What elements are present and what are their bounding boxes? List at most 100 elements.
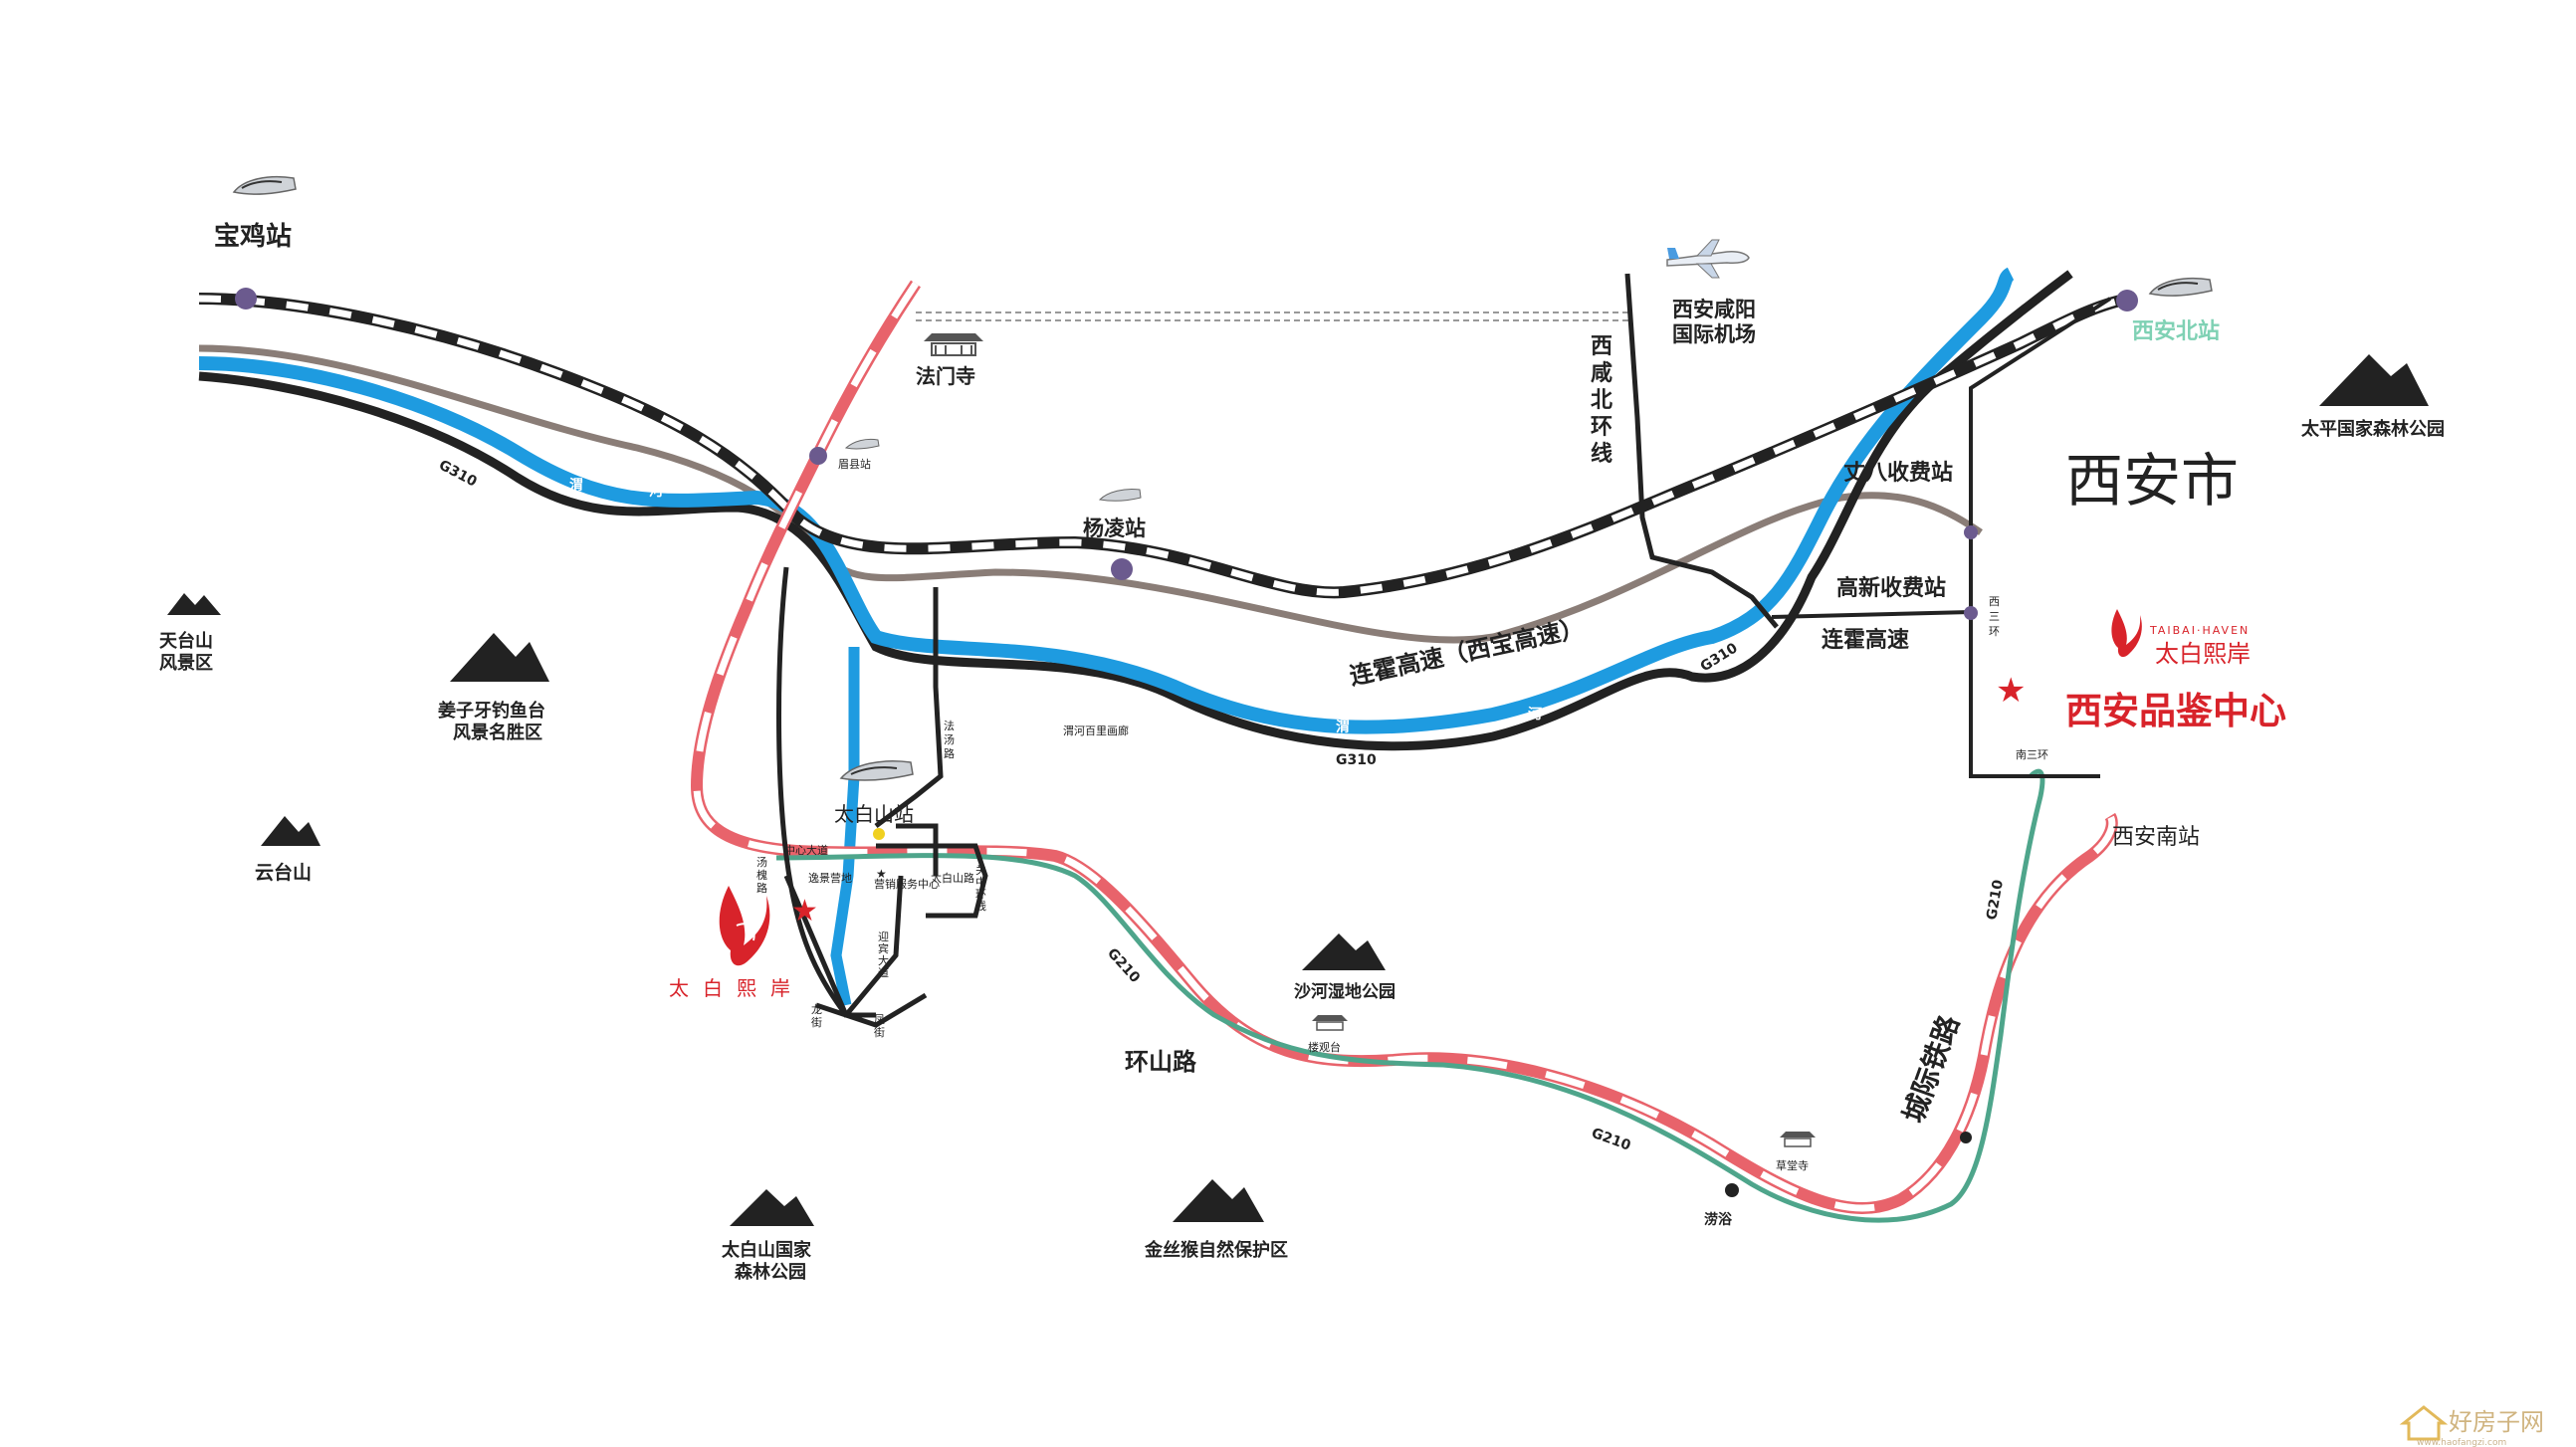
wei-river-label-2: 河 <box>649 483 663 500</box>
golden-monkey-reserve[interactable]: 金丝猴自然保护区 <box>1144 1179 1288 1261</box>
vertical-char: 中 <box>975 876 986 889</box>
west-third-ring-label: 西 三 环 <box>1989 595 2000 638</box>
vertical-char: 汤 <box>756 855 767 869</box>
logo-char: 熙 <box>737 976 756 1000</box>
toll-label: 丈八收费站 <box>1843 460 1953 486</box>
xianyang-airport[interactable]: 西安咸阳 国际机场 <box>1666 239 1756 346</box>
south-third-ring-label: 南三环 <box>2016 748 2048 761</box>
vertical-char: 法 <box>944 719 955 732</box>
baoji-station[interactable]: 宝鸡站 <box>214 175 297 310</box>
toll-label: 高新收费站 <box>1836 575 1946 601</box>
scenic-label-line1: 天台山 <box>159 630 213 652</box>
dashed-airport-connector <box>916 311 1632 321</box>
landmark-label: 楼观台 <box>1308 1040 1341 1054</box>
west-third-ring-line <box>1969 297 2112 778</box>
louguantai[interactable]: 楼观台 <box>1308 1015 1348 1054</box>
tanghuai-road-label: 汤 槐 路 <box>756 855 767 895</box>
g210-highway-line <box>775 768 2045 1223</box>
vertical-char: 咸 <box>1591 361 1612 386</box>
station-label: 西安南站 <box>2112 825 2200 850</box>
vertical-char: 街 <box>874 1025 885 1039</box>
station-label: 杨凌站 <box>1083 517 1146 540</box>
logo-char: 太 <box>669 976 689 1000</box>
meixian-station[interactable]: 眉县站 <box>809 438 880 471</box>
lianhuo-expressway-line <box>198 344 1983 644</box>
vertical-char: 凤 <box>874 1013 885 1026</box>
yuntaishan-scenic[interactable]: 云台山 <box>255 816 321 884</box>
yibin-ave-label: 迎 宾 大 道 <box>878 930 889 979</box>
wei-river-label-1: 渭 <box>569 478 583 494</box>
wei-river-label-4: 河 <box>1528 706 1542 723</box>
high-speed-train-icon <box>232 175 297 195</box>
station-dot <box>235 288 257 310</box>
xian-tasting-center[interactable]: TAIBAI·HAVEN 太白熙岸 ★ 西安品鉴中心 <box>1996 609 2286 732</box>
caotang-temple[interactable]: 草堂寺 <box>1776 1132 1816 1172</box>
center-star-icon: ★ <box>1996 671 2026 711</box>
project-star-icon: ★ <box>791 894 818 929</box>
station-dot <box>2116 290 2138 311</box>
tiantaishan-scenic[interactable]: 天台山 风景区 <box>159 593 221 674</box>
logo-en: TAIBAI·HAVEN <box>2149 624 2250 637</box>
vertical-char: 线 <box>975 899 986 913</box>
vertical-char: 环 <box>1591 415 1612 440</box>
yangling-station[interactable]: 杨凌站 <box>1083 489 1146 580</box>
gaoxin-toll-station[interactable]: 高新收费站 <box>1836 575 1978 620</box>
airplane-icon <box>1666 239 1750 279</box>
airport-label-line2: 国际机场 <box>1672 322 1756 346</box>
intercity-junction-dot <box>1960 1132 1972 1143</box>
vertical-char: 路 <box>756 882 767 895</box>
station-label: 太白山站 <box>834 802 914 826</box>
vertical-char: 线 <box>1591 441 1612 467</box>
vertical-char: 大 <box>878 953 889 967</box>
temple-icon <box>1780 1132 1816 1147</box>
taibai-haven-project[interactable]: ★ 太 白 熙 岸 <box>669 886 818 1000</box>
mountain-icon <box>1173 1179 1264 1222</box>
station-dot <box>873 828 885 840</box>
vertical-char: 北 <box>1591 388 1612 413</box>
taibaishan-station[interactable]: 太白山站 <box>834 760 914 840</box>
center-point-label: 营销服务中心 <box>874 877 940 891</box>
xixian-north-ring-line <box>1624 273 1779 629</box>
g310-label-mid: G310 <box>1336 752 1377 768</box>
scenic-label-line2: 风景名胜区 <box>453 722 542 743</box>
longjie-label: 龙 街 <box>811 1003 822 1029</box>
yuhu-node[interactable]: 涝浴 <box>1704 1183 1739 1228</box>
xian-south-station[interactable]: 西安南站 <box>2112 825 2200 850</box>
famen-temple[interactable]: 法门寺 <box>916 333 983 388</box>
phoenix-logo-icon <box>2111 609 2142 658</box>
landmark-label: 法门寺 <box>916 364 975 388</box>
vertical-char: 龙 <box>811 1003 822 1016</box>
temple-icon <box>924 333 983 356</box>
mountain-icon <box>2319 354 2429 406</box>
scenic-label: 金丝猴自然保护区 <box>1144 1239 1288 1261</box>
house-logo-icon <box>2399 1405 2449 1441</box>
taiping-forest-park[interactable]: 太平国家森林公园 <box>2301 354 2445 440</box>
scenic-label: 云台山 <box>255 861 312 884</box>
xian-north-station[interactable]: 西安北站 <box>2116 277 2220 344</box>
station-label: 西安北站 <box>2132 318 2220 344</box>
toll-dot <box>1964 606 1978 620</box>
g210-label-2: G210 <box>1590 1126 1633 1154</box>
taibaishan-forest-park[interactable]: 太白山国家 森林公园 <box>722 1189 814 1283</box>
logo-char: 白 <box>703 976 723 1000</box>
scenic-label-line2: 森林公园 <box>735 1261 806 1283</box>
vertical-char: 宾 <box>878 941 889 955</box>
jiangziya-scenic[interactable]: 姜子牙钓鱼台 风景名胜区 <box>438 633 549 743</box>
intercity-rail-label: 城际铁路 <box>1897 1010 1967 1127</box>
mountain-icon <box>1302 933 1386 970</box>
shahe-wetland-park[interactable]: 沙河湿地公园 <box>1294 933 1395 1002</box>
vertical-char: 西 <box>1591 334 1612 359</box>
gaoxin-connector-line <box>1771 610 1972 619</box>
zhangba-toll-station[interactable]: 丈八收费站 <box>1843 460 1978 539</box>
taibai-local-roads <box>776 566 988 1028</box>
yijing-yingdi-label: 逸景营地 <box>808 871 852 885</box>
mountain-icon <box>167 593 221 615</box>
logo-char: 岸 <box>770 976 790 1000</box>
center-name: 西安品鉴中心 <box>2065 690 2286 732</box>
toll-dot <box>1964 525 1978 539</box>
guanzhong-ring-label: 关 中 环 线 <box>975 863 986 913</box>
fatang-road-label: 法 汤 路 <box>944 719 955 760</box>
vertical-char: 街 <box>811 1015 822 1029</box>
scenic-label-line1: 姜子牙钓鱼台 <box>438 700 545 722</box>
